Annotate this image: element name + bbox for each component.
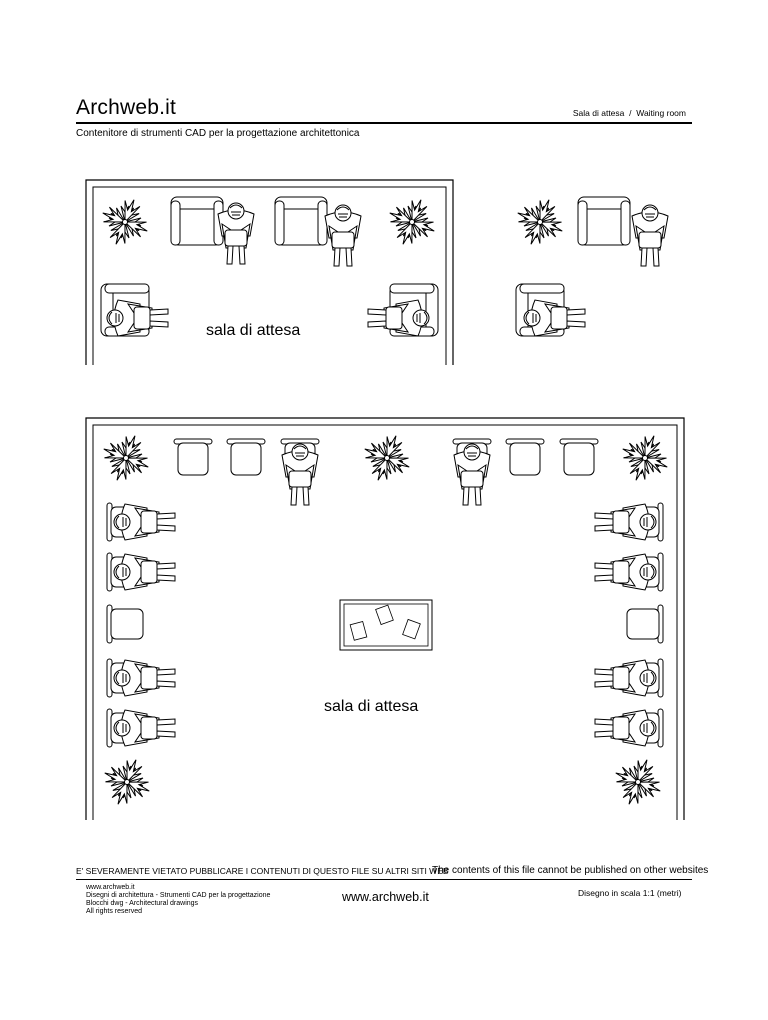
- paper-icon: [375, 604, 394, 626]
- footer-credit-line: All rights reserved: [86, 908, 143, 915]
- brand-subtitle: Contenitore di strumenti CAD per la prog…: [76, 128, 360, 139]
- copyright-notice-en: The contents of this file cannot be publ…: [432, 865, 709, 876]
- seated-person-icon: [367, 299, 430, 337]
- room-2-wall: [85, 417, 685, 820]
- room-2: [85, 417, 685, 820]
- chair-icon: [173, 438, 213, 476]
- room-2-label: sala di attesa: [324, 698, 419, 715]
- seated-person-icon: [106, 299, 169, 337]
- footer-credits: www.archweb.it Disegni di architettura -…: [86, 884, 270, 916]
- corner-seating-group: [514, 196, 669, 337]
- seated-person-icon: [594, 503, 657, 541]
- room-1-wall: [85, 179, 454, 365]
- chair-icon: [626, 604, 664, 644]
- drawing-title: Sala di attesa / Waiting room: [573, 108, 686, 118]
- footer-credit-line: Blocchi dwg - Architectural drawings: [86, 900, 199, 907]
- plant-icon: [386, 196, 438, 248]
- drawing-title-it: Sala di attesa: [572, 108, 625, 118]
- paper-icon: [349, 620, 368, 641]
- site-url: www.archweb.it: [342, 890, 429, 904]
- drawing-title-en: Waiting room: [636, 108, 686, 118]
- plant-icon: [514, 196, 566, 248]
- seated-person-icon: [324, 204, 362, 267]
- chair-icon: [106, 604, 144, 644]
- seated-person-icon: [281, 443, 319, 506]
- room-1: [85, 179, 454, 365]
- seated-person-icon: [631, 204, 669, 267]
- plant-icon: [612, 756, 664, 808]
- header-rule: [76, 122, 692, 124]
- seated-person-icon: [523, 299, 586, 337]
- seated-person-icon: [594, 659, 657, 697]
- seated-person-icon: [453, 443, 491, 506]
- copyright-notice-it: E' SEVERAMENTE VIETATO PUBBLICARE I CONT…: [76, 866, 449, 876]
- footer-credit-line: Disegni di architettura - Strumenti CAD …: [86, 892, 271, 899]
- armchair-icon: [170, 196, 224, 246]
- footer-credit-line: www.archweb.it: [86, 884, 135, 891]
- armchair-icon: [274, 196, 328, 246]
- drawing-title-separator: /: [629, 108, 632, 118]
- chair-icon: [505, 438, 545, 476]
- room-1-label: sala di attesa: [206, 322, 301, 339]
- armchair-icon: [577, 196, 631, 246]
- brand-title: Archweb.it: [76, 96, 177, 119]
- room-1-wall-inner: [92, 186, 447, 365]
- seated-person-icon: [594, 709, 657, 747]
- scale-note: Disegno in scala 1:1 (metri): [578, 888, 682, 898]
- seated-person-icon: [113, 709, 176, 747]
- chair-icon: [226, 438, 266, 476]
- footer-rule: [76, 879, 692, 880]
- plant-icon: [99, 196, 151, 248]
- seated-person-icon: [113, 659, 176, 697]
- plant-icon: [100, 432, 152, 484]
- seated-person-icon: [113, 503, 176, 541]
- plant-icon: [101, 756, 153, 808]
- seated-person-icon: [217, 202, 255, 265]
- room-2-wall-inner: [92, 424, 678, 820]
- plant-icon: [361, 432, 413, 484]
- chair-icon: [559, 438, 599, 476]
- seated-person-icon: [113, 553, 176, 591]
- plant-icon: [619, 432, 671, 484]
- paper-icon: [402, 618, 421, 640]
- seated-person-icon: [594, 553, 657, 591]
